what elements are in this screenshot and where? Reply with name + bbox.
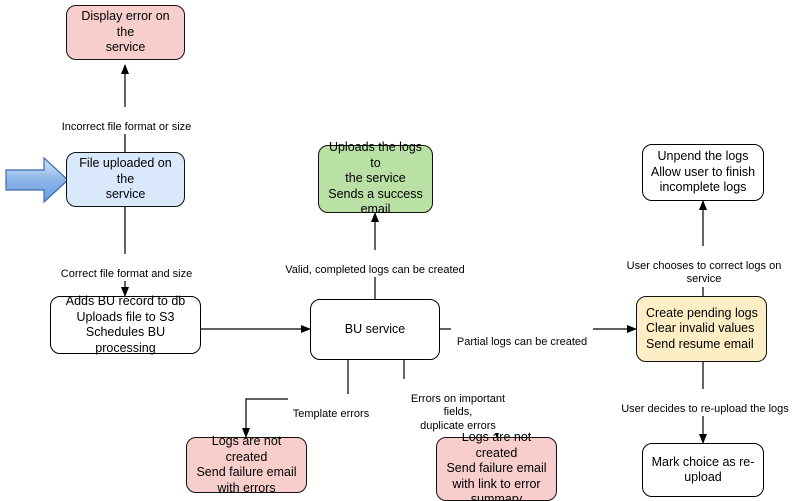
node-create-pending-logs[interactable]: Create pending logs Clear invalid values… (636, 296, 767, 362)
node-label: File uploaded on the service (79, 156, 172, 202)
edge-label-partial-logs: Partial logs can be created (451, 322, 593, 349)
node-display-error[interactable]: Display error on the service (66, 5, 185, 60)
edge-label-text: Errors on important fields, duplicate er… (410, 392, 506, 432)
node-label: BU service (344, 321, 406, 336)
edge-label-text: User chooses to correct logs on service (626, 259, 782, 286)
edge-label-incorrect-format: Incorrect file format or size (54, 107, 199, 134)
node-file-uploaded[interactable]: File uploaded on the service (66, 152, 185, 207)
edge-label-user-corrects: User chooses to correct logs on service (607, 246, 801, 287)
edge-label-text: User decides to re-upload the logs (621, 402, 789, 415)
edge-label-text: Template errors (292, 407, 370, 420)
edge-label-text: Incorrect file format or size (61, 120, 192, 133)
edge-label-correct-format: Correct file format and size (54, 254, 199, 281)
node-label: Create pending logs Clear invalid values… (646, 305, 758, 351)
node-mark-reupload[interactable]: Mark choice as re- upload (642, 443, 764, 497)
node-label: Display error on the service (81, 9, 170, 55)
node-label: Logs are not created Send failure email … (196, 434, 297, 495)
edge-label-user-reuploads: User decides to re-upload the logs (615, 389, 795, 416)
edge-label-text: Partial logs can be created (456, 335, 588, 348)
node-logs-not-created-errors[interactable]: Logs are not created Send failure email … (186, 434, 307, 495)
node-unpend-logs[interactable]: Unpend the logs Allow user to finish inc… (642, 144, 764, 201)
node-uploads-logs[interactable]: Uploads the logs to the service Sends a … (318, 140, 433, 216)
edge-label-important-errors: Errors on important fields, duplicate er… (394, 379, 522, 433)
start-arrow-shape (5, 156, 69, 204)
node-label: Uploads the logs to the service Sends a … (328, 140, 423, 217)
node-label: Adds BU record to db Uploads file to S3 … (65, 294, 186, 355)
edge-label-valid-logs: Valid, completed logs can be created (277, 250, 473, 277)
node-label: Unpend the logs Allow user to finish inc… (650, 149, 756, 195)
edge-label-text: Valid, completed logs can be created (285, 263, 465, 276)
node-label: Logs are not created Send failure email … (446, 430, 547, 501)
node-label: Mark choice as re- upload (651, 454, 755, 485)
edge-label-text: Correct file format and size (60, 267, 193, 280)
node-bu-service[interactable]: BU service (310, 299, 440, 360)
edge-label-template-errors: Template errors (288, 394, 374, 421)
node-adds-bu-record[interactable]: Adds BU record to db Uploads file to S3 … (50, 294, 201, 355)
node-logs-not-created-summary[interactable]: Logs are not created Send failure email … (436, 430, 557, 501)
